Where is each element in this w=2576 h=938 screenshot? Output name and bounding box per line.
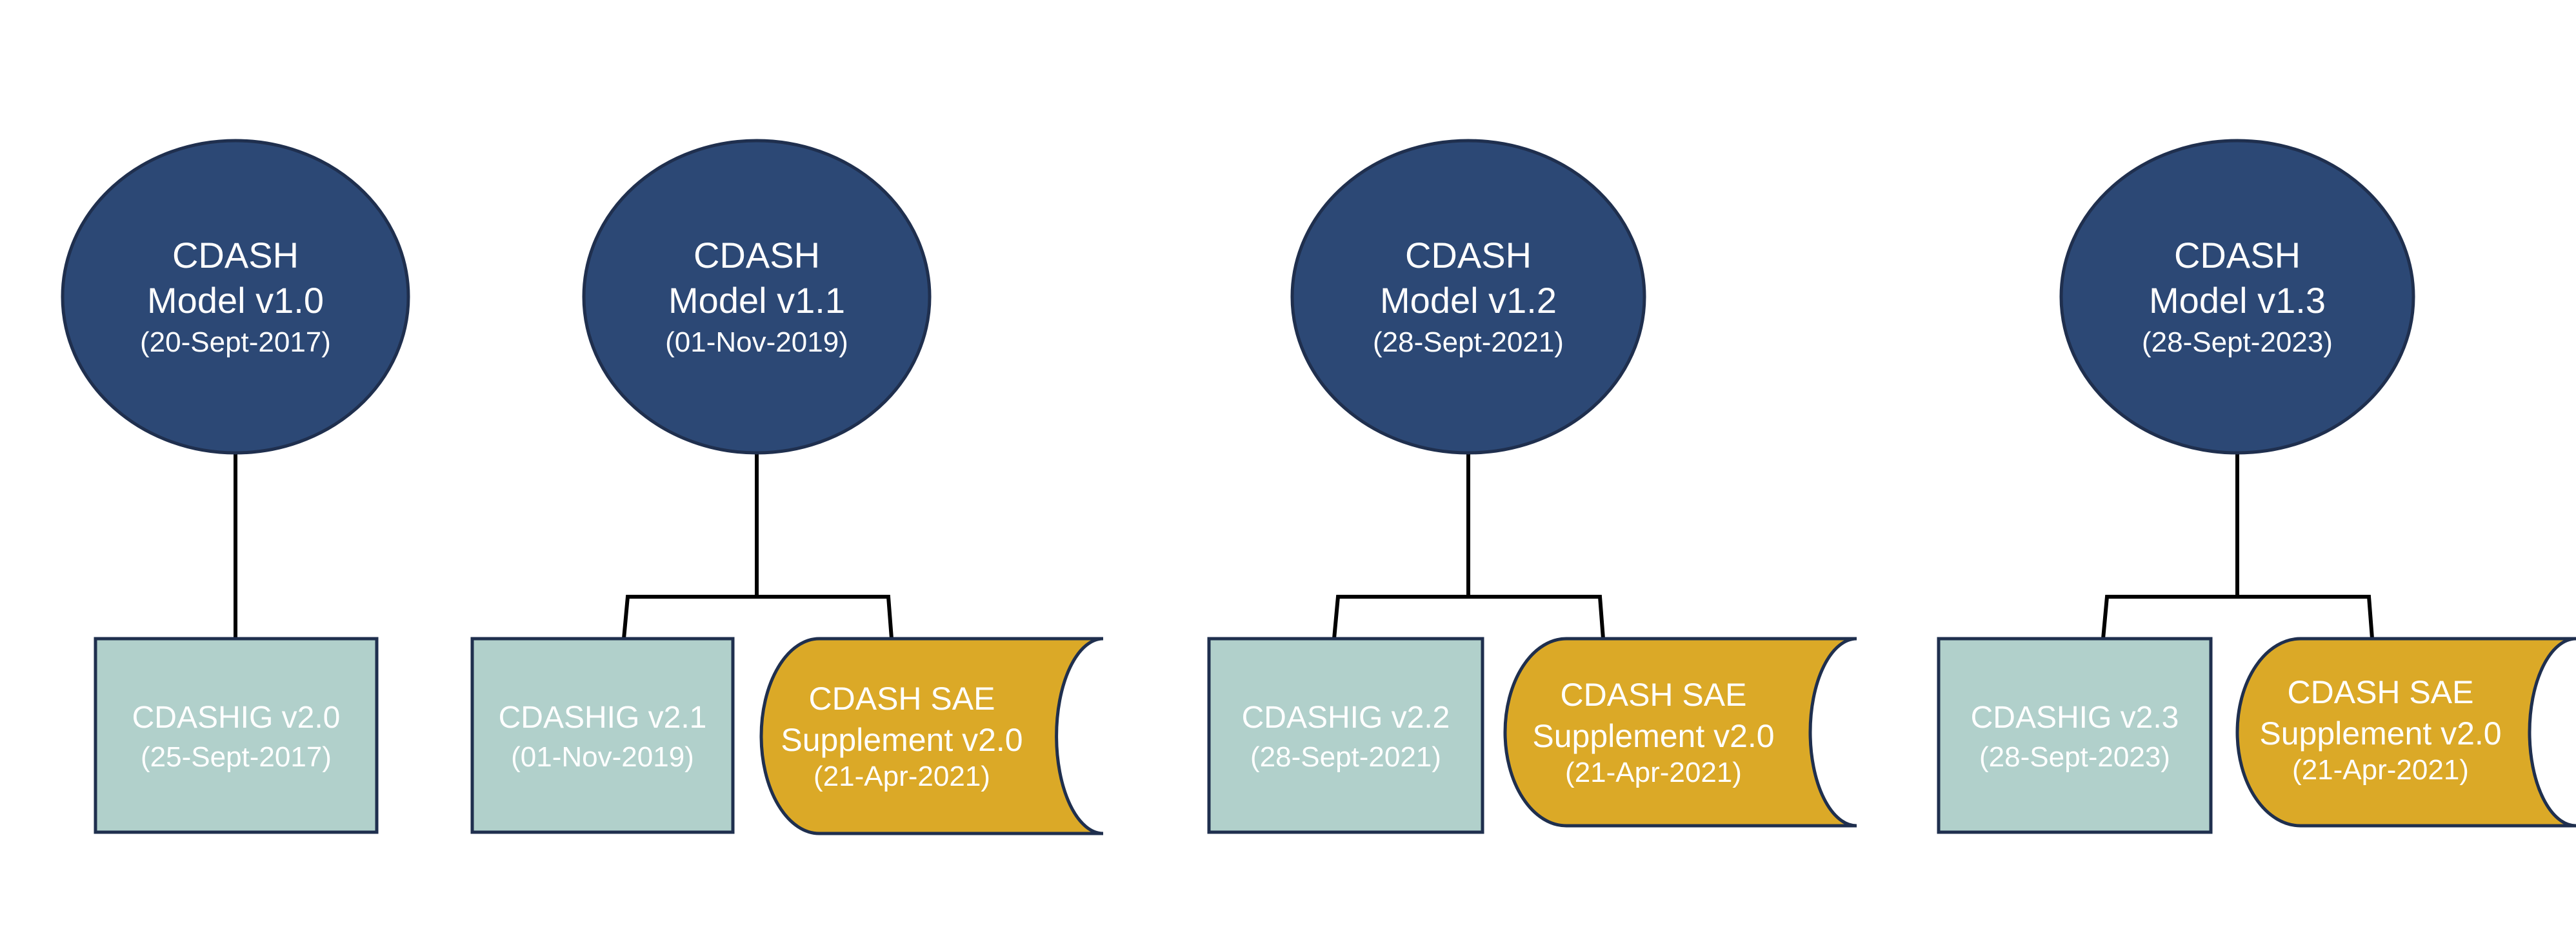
- model-name-line2: Model v1.2: [1380, 280, 1557, 321]
- model-name-line2: Model v1.1: [668, 280, 845, 321]
- ig-title: CDASHIG v2.1: [499, 701, 707, 735]
- model-ellipse: [2059, 139, 2415, 455]
- sae-stored-data-shape: [759, 637, 1104, 835]
- model-name-line1: CDASH: [694, 235, 820, 275]
- sae-line2: Supplement v2.0: [781, 722, 1023, 758]
- connector-bracket: [622, 452, 894, 639]
- sae-supplement-node: CDASH SAE Supplement v2.0 (21-Apr-2021): [2235, 637, 2576, 828]
- ig-title: CDASHIG v2.0: [132, 701, 341, 735]
- sae-date: (21-Apr-2021): [814, 761, 990, 792]
- model-ellipse: [61, 139, 410, 455]
- model-name-line1: CDASH: [172, 235, 299, 275]
- ig-node-v2-0: CDASHIG v2.0 (25-Sept-2017): [94, 637, 379, 834]
- sae-supplement-node: CDASH SAE Supplement v2.0 (21-Apr-2021): [759, 637, 1104, 835]
- ig-rect: [1937, 637, 2213, 834]
- ig-title: CDASHIG v2.2: [1242, 701, 1450, 735]
- ig-date: (25-Sept-2017): [141, 741, 332, 773]
- model-node-v1-0: CDASH Model v1.0 (20-Sept-2017): [61, 139, 410, 455]
- ig-node-v2-3: CDASHIG v2.3 (28-Sept-2023): [1937, 637, 2213, 834]
- group-model-v1-1: CDASH Model v1.1 (01-Nov-2019) CDASHIG v…: [470, 139, 1104, 835]
- connector-bracket: [2101, 452, 2374, 639]
- model-ellipse: [1290, 139, 1646, 455]
- sae-line2: Supplement v2.0: [2259, 715, 2501, 752]
- model-name-line1: CDASH: [1405, 235, 1532, 275]
- sae-date: (21-Apr-2021): [1565, 757, 1742, 788]
- ig-node-v2-2: CDASHIG v2.2 (28-Sept-2021): [1207, 637, 1484, 834]
- model-date: (28-Sept-2021): [1373, 326, 1564, 358]
- sae-line1: CDASH SAE: [2288, 674, 2474, 710]
- model-name-line2: Model v1.3: [2149, 280, 2326, 321]
- model-name-line2: Model v1.0: [147, 280, 324, 321]
- ig-rect: [470, 637, 735, 834]
- ig-rect: [94, 637, 379, 834]
- sae-line2: Supplement v2.0: [1532, 718, 1774, 754]
- model-date: (28-Sept-2023): [2142, 326, 2333, 358]
- ig-title: CDASHIG v2.3: [1971, 701, 2179, 735]
- sae-line1: CDASH SAE: [1561, 677, 1747, 713]
- group-model-v1-2: CDASH Model v1.2 (28-Sept-2021) CDASHIG …: [1207, 139, 1857, 834]
- sae-supplement-node: CDASH SAE Supplement v2.0 (21-Apr-2021): [1503, 637, 1857, 828]
- sae-right-edge: [2528, 637, 2576, 828]
- sae-stored-data-shape: [2235, 637, 2576, 828]
- group-model-v1-0: CDASH Model v1.0 (20-Sept-2017) CDASHIG …: [61, 139, 410, 834]
- ig-date: (28-Sept-2021): [1250, 741, 1441, 773]
- ig-node-v2-1: CDASHIG v2.1 (01-Nov-2019): [470, 637, 735, 834]
- connector-bracket: [1332, 452, 1605, 639]
- sae-line1: CDASH SAE: [809, 681, 995, 717]
- ig-date: (28-Sept-2023): [1979, 741, 2170, 773]
- model-name-line1: CDASH: [2174, 235, 2301, 275]
- ig-date: (01-Nov-2019): [511, 741, 694, 773]
- model-date: (01-Nov-2019): [665, 326, 848, 358]
- sae-date: (21-Apr-2021): [2292, 754, 2469, 786]
- model-node-v1-2: CDASH Model v1.2 (28-Sept-2021): [1290, 139, 1646, 455]
- model-date: (20-Sept-2017): [140, 326, 331, 358]
- model-node-v1-1: CDASH Model v1.1 (01-Nov-2019): [582, 139, 932, 455]
- sae-stored-data-shape: [1503, 637, 1857, 828]
- model-node-v1-3: CDASH Model v1.3 (28-Sept-2023): [2059, 139, 2415, 455]
- ig-rect: [1207, 637, 1484, 834]
- model-ellipse: [582, 139, 932, 455]
- group-model-v1-3: CDASH Model v1.3 (28-Sept-2023) CDASHIG …: [1937, 139, 2576, 834]
